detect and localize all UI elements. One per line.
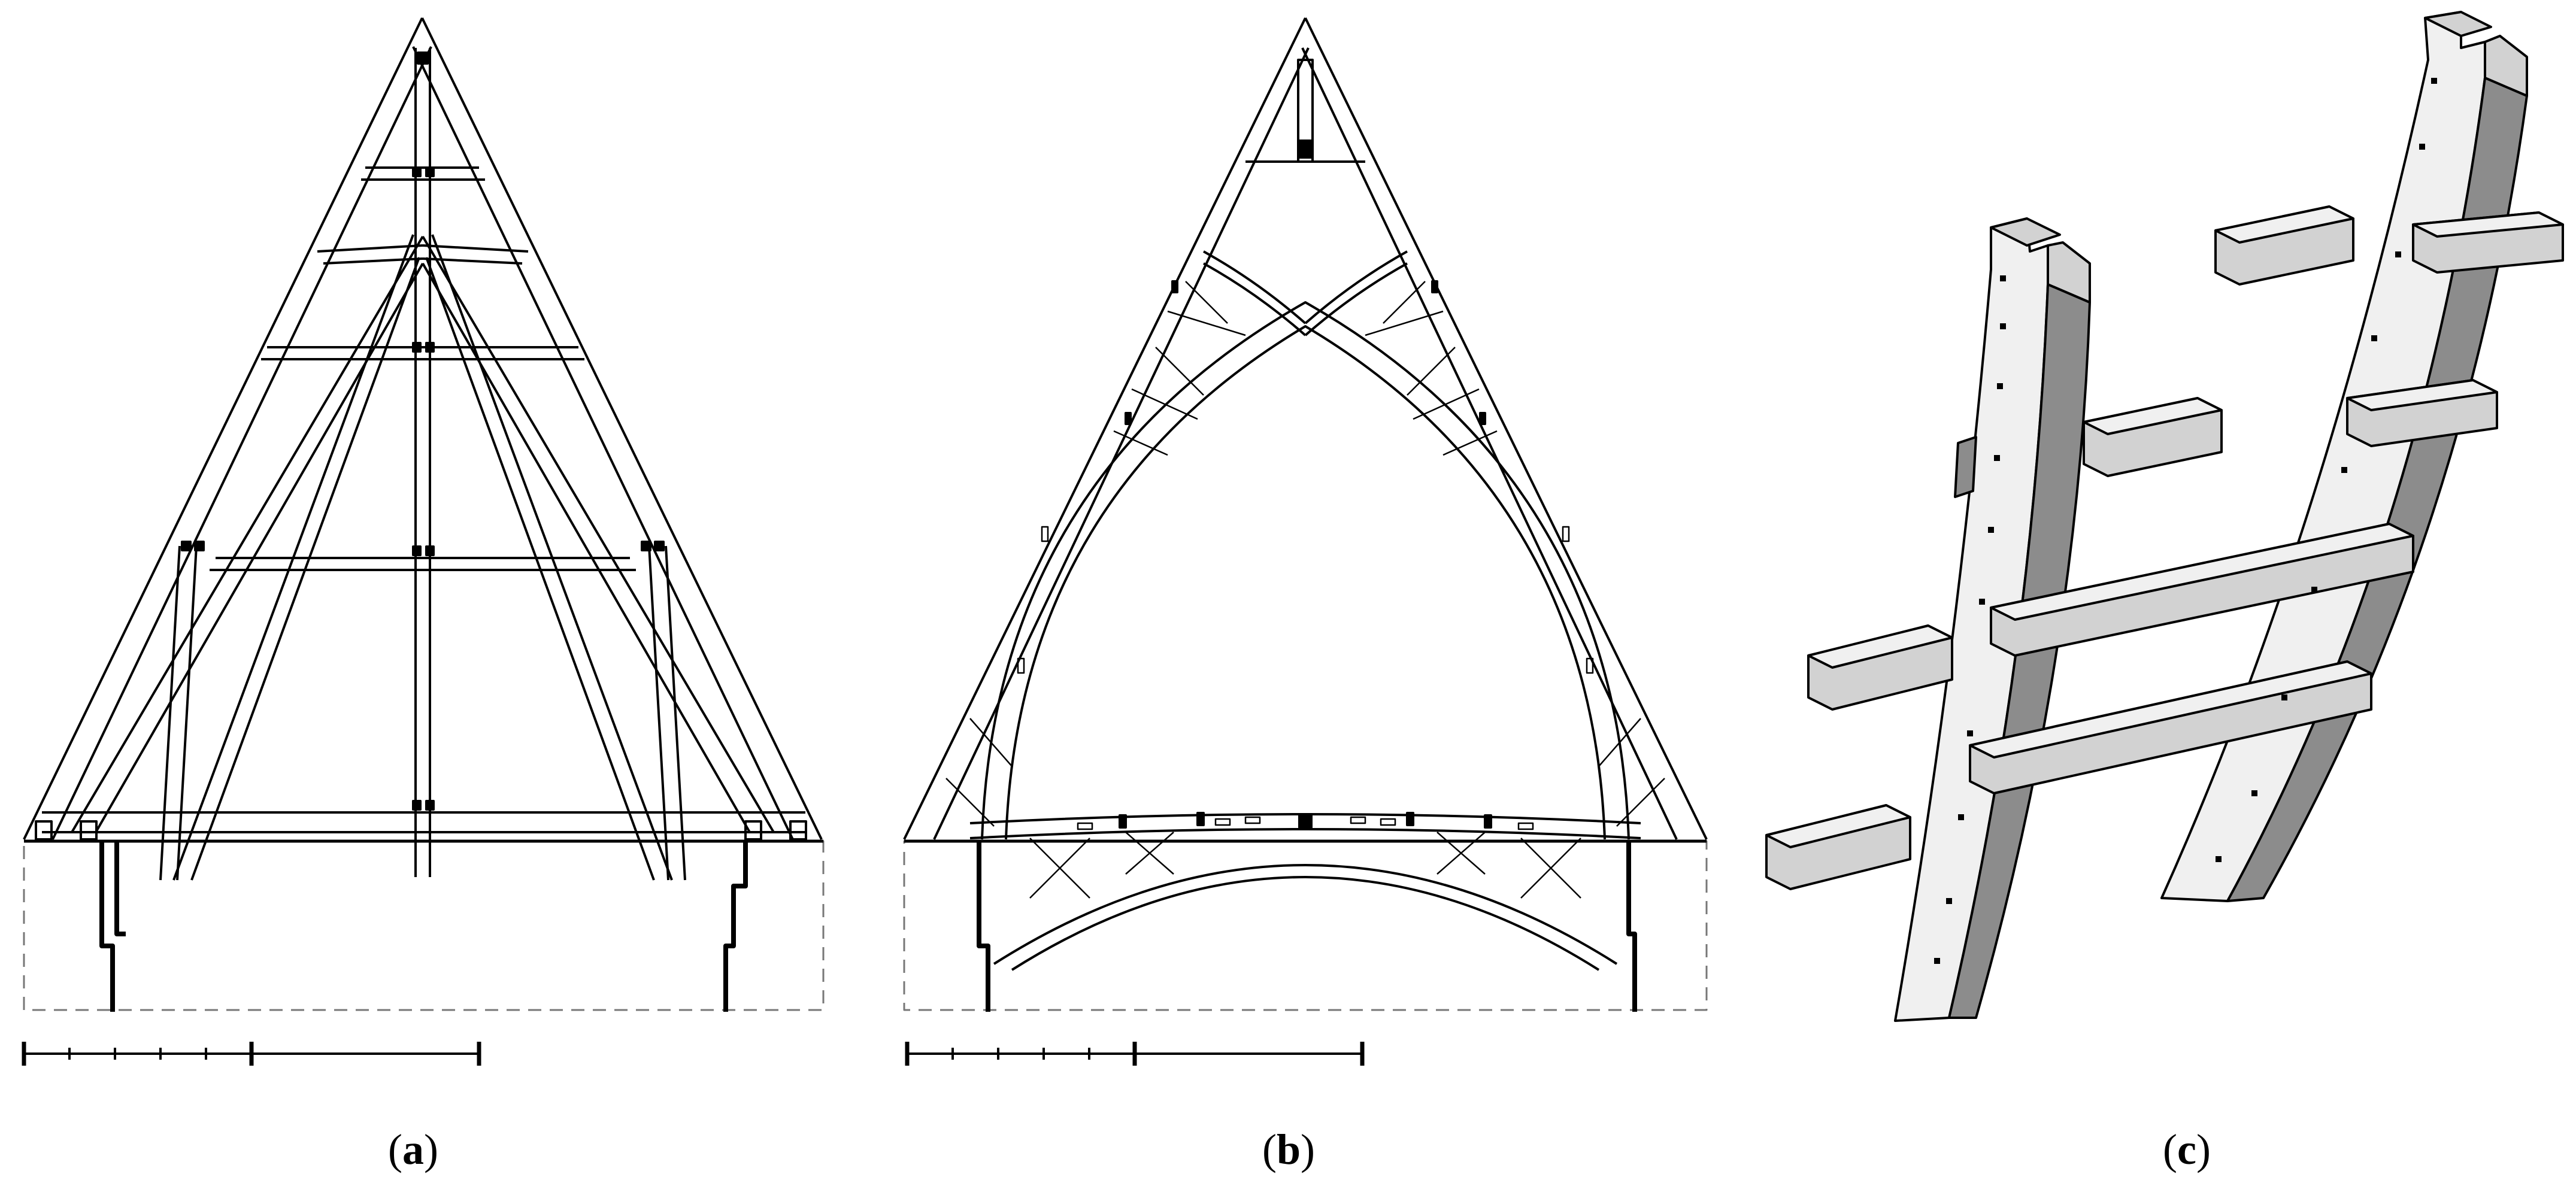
panel-a-king-post — [414, 48, 431, 877]
panel-b-wall-box — [903, 840, 1708, 1011]
panel-c-right-rib-top — [2424, 11, 2528, 97]
panel-a-right-queen-post — [648, 545, 686, 881]
caption-c: (c) — [2163, 1126, 2211, 1173]
panel-b-left-wall — [977, 841, 990, 1012]
panel-a-brace-left — [317, 244, 423, 265]
panel-a-left-wall — [99, 841, 126, 1012]
panel-c-left-rib-top — [1990, 217, 2091, 304]
panel-a-joints — [181, 51, 665, 811]
panel-c-axonometric — [1765, 11, 2564, 1022]
panel-a-right-wall — [723, 841, 748, 1012]
panel-a-collar-2 — [261, 346, 584, 360]
panel-b-lattice — [945, 281, 1665, 899]
panel-b-lower-arch-inner — [1011, 876, 1600, 971]
caption-b-letter: b — [1276, 1126, 1301, 1173]
panel-b-arch-inner — [1005, 325, 1606, 840]
panel-b-mortises — [1017, 526, 1594, 830]
panel-a-scale-bar — [22, 1042, 481, 1066]
panel-b-scale-bar — [905, 1042, 1365, 1066]
panel-c-purlins — [1765, 205, 2564, 890]
caption-b: (b) — [1262, 1126, 1316, 1173]
caption-c-letter: c — [2177, 1126, 2196, 1173]
panel-a-right-rafter — [412, 17, 823, 840]
panel-c-right-rib-side — [2226, 77, 2528, 902]
panel-b-arch-truss — [903, 17, 1708, 1066]
panel-b-right-rafter — [1301, 17, 1708, 840]
panel-c-mortise — [1954, 436, 1977, 498]
panel-b-right-wall — [1626, 841, 1637, 1012]
panel-b-joints — [1119, 139, 1492, 829]
panel-a-tie-beam — [42, 811, 805, 833]
panel-b-left-rafter — [903, 17, 1310, 840]
panel-a-left-strut — [71, 235, 424, 833]
panel-a-left-queen-post — [159, 545, 198, 881]
panel-b-lower-arch-outer — [993, 864, 1618, 965]
caption-a: (a) — [388, 1126, 438, 1173]
panel-b-arch-outer — [981, 301, 1630, 840]
panel-a-truss — [22, 17, 825, 1066]
panel-a-right-long-diagonal — [425, 234, 673, 881]
panel-a-right-strut — [422, 235, 775, 833]
panel-a-collar-1 — [361, 166, 485, 181]
panel-c-pegs — [1934, 78, 2437, 964]
panel-b-upper-cross — [1203, 250, 1408, 336]
caption-a-letter: a — [402, 1126, 424, 1173]
panel-a-left-long-diagonal — [172, 234, 420, 881]
panel-a-brace-right — [422, 244, 529, 265]
panel-a-bearing-blocks — [35, 820, 807, 841]
panel-a-left-rafter — [23, 17, 432, 840]
panel-a-wall-box — [23, 840, 825, 1011]
panel-a-collar-3 — [210, 557, 636, 571]
